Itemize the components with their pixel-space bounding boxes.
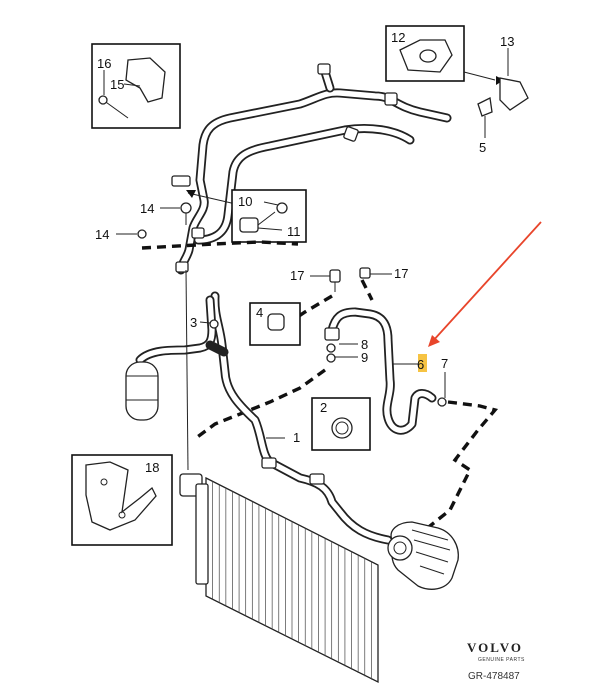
guide-line-compressor xyxy=(423,400,499,532)
label-17a: 17 xyxy=(290,268,304,283)
label-15: 15 xyxy=(110,77,124,92)
condenser xyxy=(179,473,379,684)
guide-line-top xyxy=(141,240,299,250)
label-11: 11 xyxy=(287,224,301,239)
label-6: 6 xyxy=(417,357,424,372)
label-8: 8 xyxy=(361,337,368,352)
upper-hose-assembly xyxy=(171,63,452,275)
label-10: 10 xyxy=(238,194,252,209)
label-4: 4 xyxy=(256,305,263,320)
clip-bolt-group xyxy=(91,43,181,129)
compressor xyxy=(387,521,459,590)
highlight-marker xyxy=(418,354,427,372)
guide-line-right-mid xyxy=(360,279,374,301)
label-7: 7 xyxy=(441,356,448,371)
label-2: 2 xyxy=(320,400,327,415)
red-callout-arrow xyxy=(431,221,542,343)
label-14b: 14 xyxy=(95,227,109,242)
brand-logo-text: VOLVO xyxy=(467,640,523,655)
brand-tagline: GENUINE PARTS xyxy=(478,657,525,663)
box-10-11-group xyxy=(231,189,307,243)
right-hose-group xyxy=(310,267,447,435)
guide-line-condenser xyxy=(194,368,326,440)
condenser-fins xyxy=(212,481,372,680)
label-14a: 14 xyxy=(140,201,154,216)
label-16: 16 xyxy=(97,56,111,71)
label-5: 5 xyxy=(479,140,486,155)
main-hose-1 xyxy=(210,291,393,545)
label-18: 18 xyxy=(145,460,159,475)
top-right-bracket-group xyxy=(385,25,529,138)
label-9: 9 xyxy=(361,350,368,365)
receiver-dryer xyxy=(125,295,229,421)
label-17b: 17 xyxy=(394,266,408,281)
label-1: 1 xyxy=(293,430,300,445)
box-15-16 xyxy=(91,43,181,129)
part-number-labels: 1 2 3 4 5 6 7 8 9 10 11 12 13 14 14 15 1… xyxy=(95,30,514,475)
brand-block: VOLVO GENUINE PARTS GR-478487 xyxy=(467,640,525,682)
label-12: 12 xyxy=(391,30,405,45)
label-3: 3 xyxy=(190,315,197,330)
label-13: 13 xyxy=(500,34,514,49)
reference-code: GR-478487 xyxy=(468,671,520,682)
